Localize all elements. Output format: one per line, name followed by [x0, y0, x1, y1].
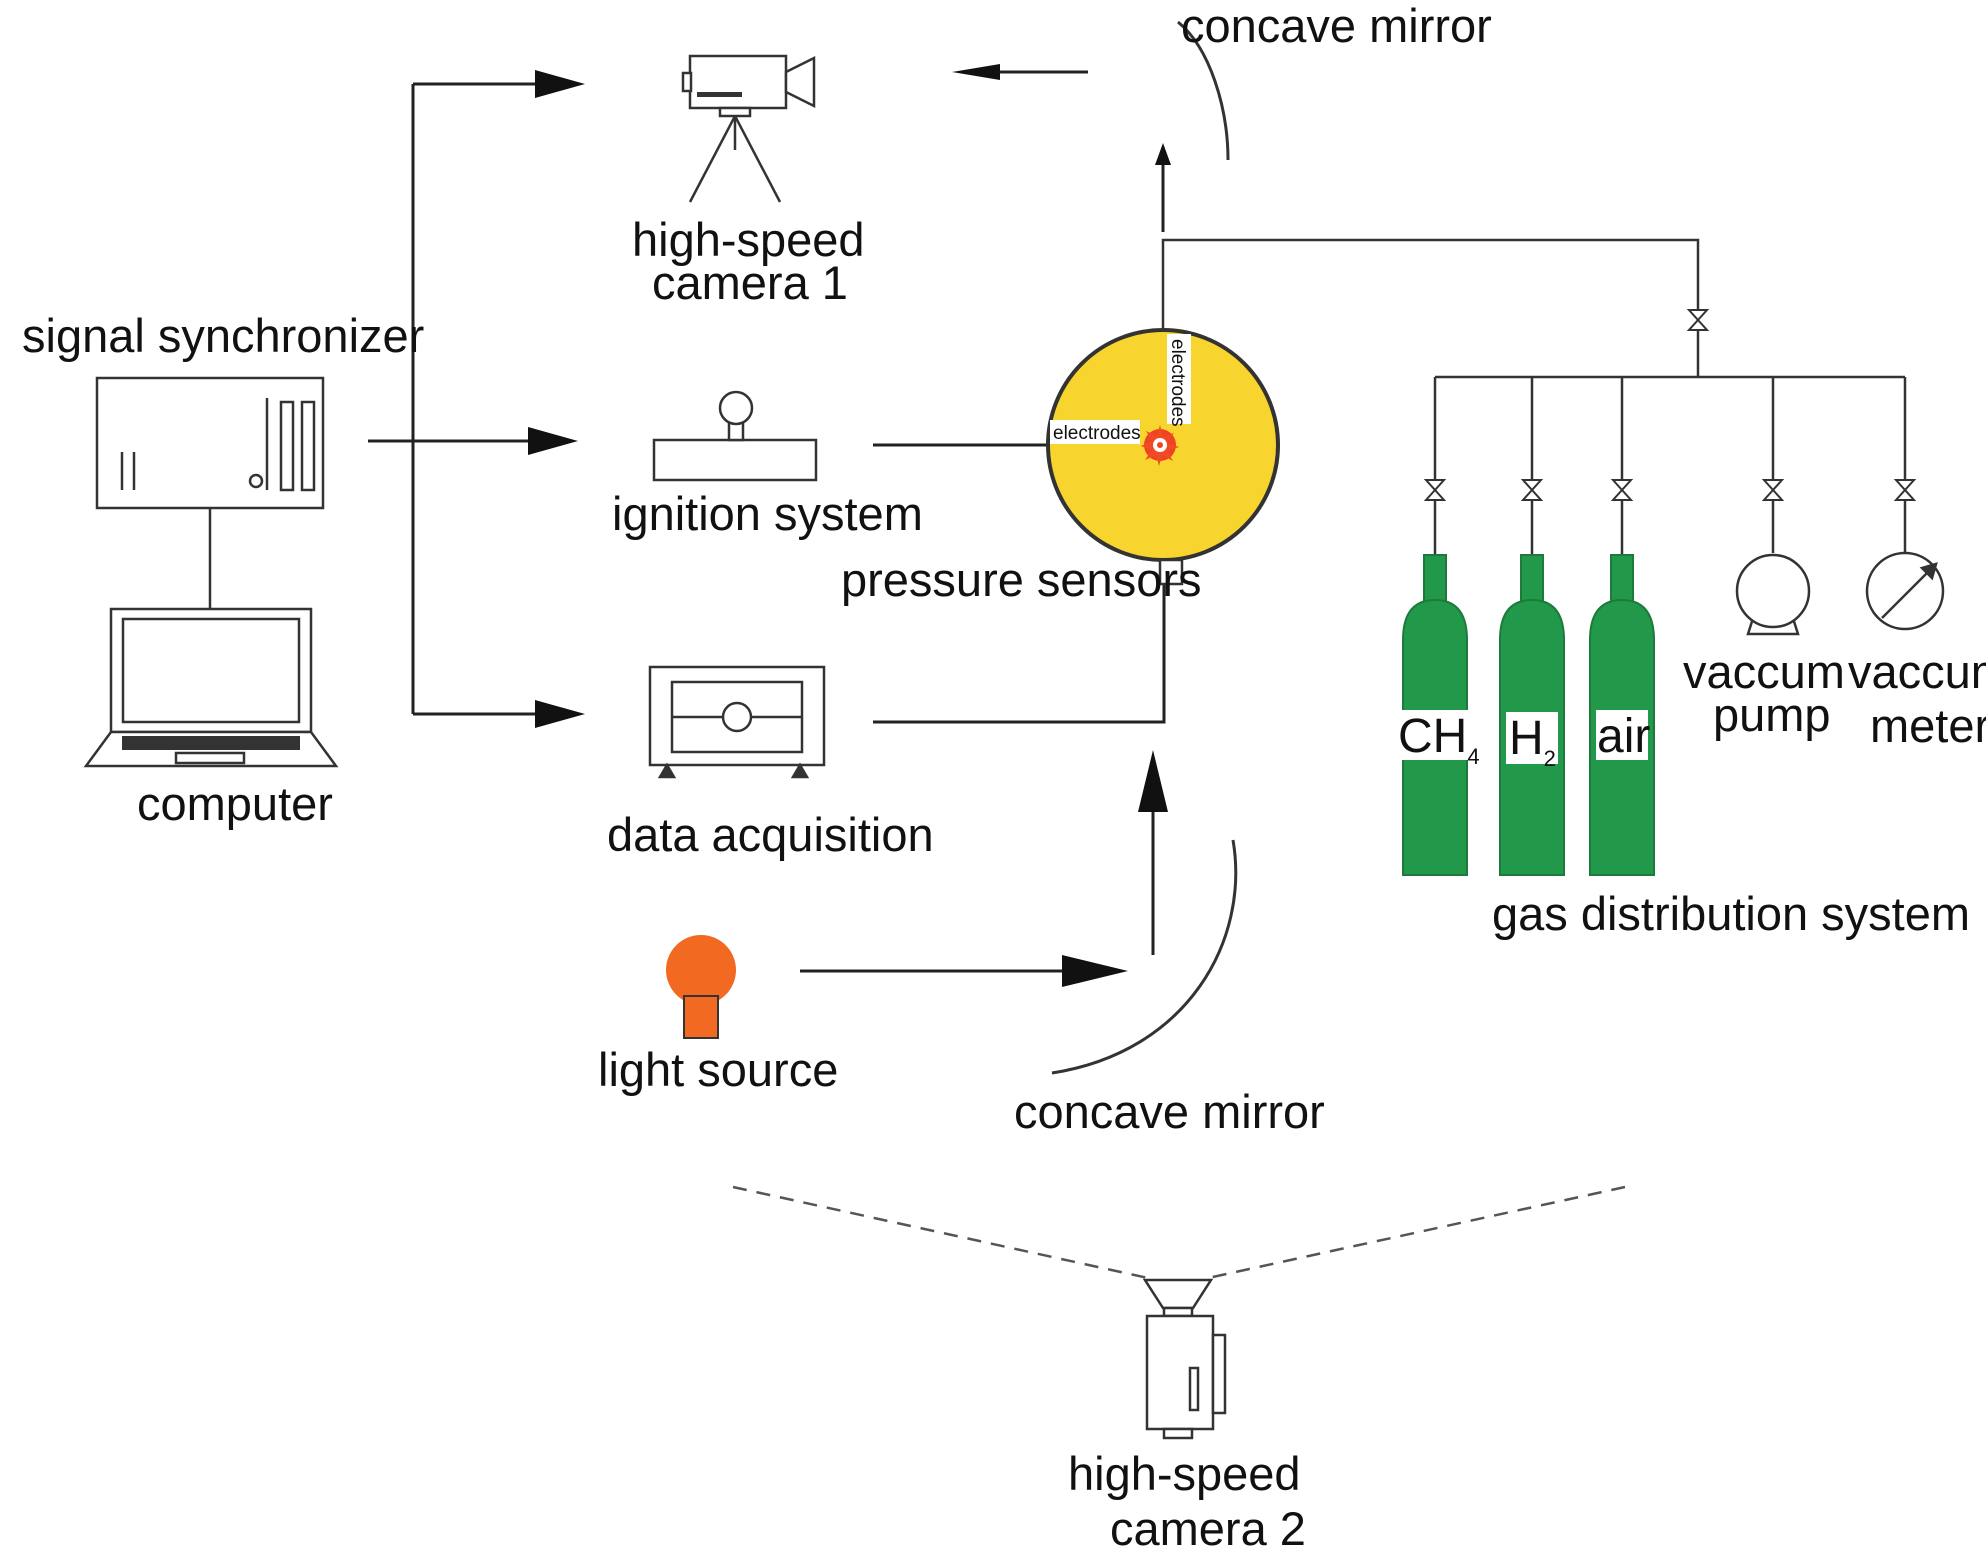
signal-synchronizer-label: signal synchronizer: [22, 309, 424, 362]
arrow-to-ignition: [528, 427, 578, 455]
ch4-base: CH: [1398, 710, 1467, 763]
manifold-valves: [1423, 309, 1917, 501]
light-source-label: light source: [598, 1043, 838, 1096]
gas-manifold: [1161, 238, 1907, 555]
vacuum-meter: [1865, 551, 1945, 631]
camera1-label-line1: high-speed: [632, 213, 865, 266]
data-acquisition: [648, 665, 826, 779]
light-to-mirror-arrow: [1062, 955, 1128, 987]
air-valve-icon: [1610, 479, 1634, 501]
pressure-sensor: [1158, 558, 1184, 586]
light-source: [666, 935, 736, 1039]
signal-synchronizer: [95, 376, 325, 510]
vacuum-pump: [1735, 553, 1811, 636]
camera2-label-line1: high-speed: [1068, 1447, 1301, 1500]
ch4-valve-icon: [1423, 479, 1447, 501]
h2-subscript: 2: [1544, 746, 1556, 771]
h2-label: H2: [1509, 712, 1556, 771]
electrodes-vertical-bg: [1167, 334, 1191, 424]
meter-valve-icon: [1893, 479, 1917, 501]
mirror-to-camera1-arrow: [952, 64, 1000, 80]
ch4-label-bg: [1398, 710, 1468, 760]
camera1-label-line2: camera 1: [652, 256, 848, 309]
pump-valve-icon: [1761, 479, 1785, 501]
main-valve-icon: [1686, 309, 1710, 331]
gas-distribution-system-label: gas distribution system: [1492, 887, 1970, 940]
ch4-label: CH4: [1398, 710, 1480, 769]
ch4-subscript: 4: [1467, 744, 1479, 769]
vacuum-pump-label-line1: vaccum: [1683, 645, 1845, 698]
ignition-spark: [1141, 425, 1179, 466]
electrodes-vertical-label: electrodes: [1167, 339, 1188, 427]
concave-mirror-bottom-label: concave mirror: [1014, 1085, 1325, 1138]
optical-path: [800, 70, 1165, 973]
daq-cable: [873, 584, 1166, 724]
concave-mirror-top-label: concave mirror: [1181, 0, 1492, 52]
arrow-to-daq: [535, 700, 585, 728]
pressure-sensors-label: pressure sensors: [841, 553, 1202, 606]
ignition-system-label: ignition system: [612, 487, 923, 540]
data-acquisition-label: data acquisition: [607, 808, 934, 861]
ignition-system: [652, 390, 818, 482]
air-label-bg: [1596, 710, 1648, 760]
chamber-to-mirror-arrow: [1155, 143, 1171, 165]
electrodes-label-bg: [1050, 420, 1140, 444]
camera2-field-of-view: [732, 1185, 1626, 1280]
air-label: air: [1597, 710, 1650, 763]
concave-mirror-bottom: [1051, 839, 1238, 1075]
high-speed-camera-2: [1142, 1278, 1227, 1440]
electrodes-horizontal-label: electrodes: [1053, 423, 1141, 444]
signal-lines: [368, 82, 542, 716]
vacuum-meter-label-line2: meter: [1870, 699, 1986, 752]
h2-valve-icon: [1520, 479, 1544, 501]
vacuum-pump-label-line2: pump: [1713, 688, 1831, 741]
arrow-to-camera1: [535, 70, 585, 98]
high-speed-camera-1: [681, 54, 816, 203]
h2-base: H: [1509, 712, 1544, 765]
h2-label-bg: [1506, 712, 1558, 764]
mirror-to-chamber-arrow: [1138, 750, 1168, 812]
vacuum-meter-label-line1: vaccum: [1848, 645, 1986, 698]
computer-label: computer: [137, 777, 333, 830]
concave-mirror-top: [1177, 20, 1230, 161]
camera2-label-line2: camera 2: [1110, 1502, 1306, 1555]
computer: [83, 607, 339, 768]
